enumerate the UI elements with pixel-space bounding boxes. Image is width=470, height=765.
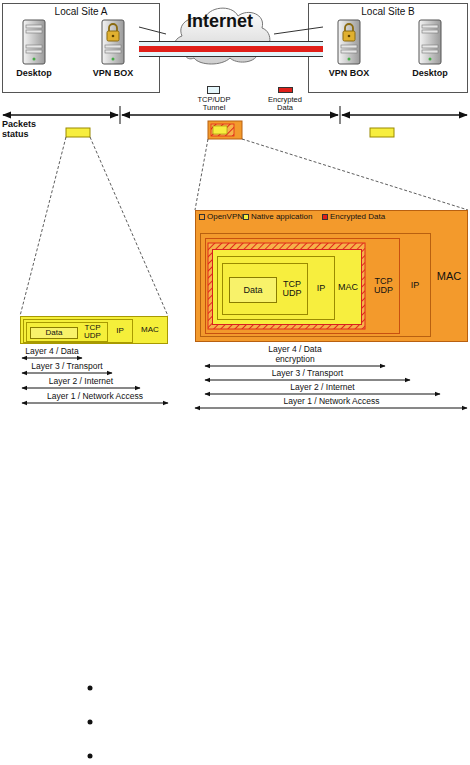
- cloud-label: Internet: [166, 12, 274, 32]
- data-box: Data: [30, 327, 78, 339]
- network-link: [274, 27, 323, 34]
- vpn-box-node: VPN BOX: [323, 19, 375, 89]
- layer-caption: Layer 4 / Data encryption: [260, 344, 330, 364]
- legend-text: Encrypted Data: [330, 212, 385, 222]
- packet-layer-frame: TCP UDPMACIPTCP UDPData: [205, 238, 400, 334]
- packet-layer-frame: MACIPTCP UDPMACIPTCP UDPData: [195, 210, 468, 342]
- legend-text: Encrypted Data: [263, 96, 307, 112]
- span-arrow: [342, 114, 467, 116]
- vpn-tunnel: [139, 49, 323, 50]
- zoom-line: [90, 137, 168, 316]
- bullet-dot: [88, 754, 93, 759]
- packet-icon: [211, 124, 234, 136]
- layer-caption: Layer 1 / Network Access: [22, 391, 168, 401]
- layer-arrow: [22, 373, 112, 374]
- packet-layer-frame: IPTCP UDPData: [23, 319, 133, 343]
- legend-swatch: [243, 214, 249, 220]
- zoom-line: [195, 139, 208, 210]
- desktop-node: Desktop: [9, 19, 59, 89]
- layer-arrow: [205, 380, 410, 381]
- device-label: VPN BOX: [323, 69, 375, 79]
- packet-icon: [213, 126, 227, 134]
- packet-layer-frame: TCP UDPData: [26, 322, 108, 342]
- divider-tick: [340, 106, 341, 124]
- legend-text: Native appication: [251, 212, 312, 222]
- layer-caption: Layer 1 / Network Access: [195, 396, 468, 406]
- layer-arrow: [22, 358, 82, 359]
- packet-icon: [370, 128, 394, 137]
- desktop-icon: [19, 19, 49, 65]
- legend-text: OpenVPN: [207, 212, 243, 222]
- data-box: Data: [229, 277, 277, 303]
- internet-cloud: Internet: [166, 0, 274, 66]
- device-label: Desktop: [405, 69, 455, 79]
- layer-label: IP: [308, 257, 334, 319]
- packet-icon: [208, 121, 242, 139]
- bullet-dot: [88, 686, 93, 691]
- data-label: Data: [230, 278, 276, 302]
- site-box: Local Site A Desktop VPN BOX: [2, 3, 160, 93]
- cloud-shape: [166, 0, 274, 66]
- layer-arrow: [205, 394, 440, 395]
- layer-arrow: [22, 403, 168, 404]
- layer-label: MAC: [335, 250, 361, 324]
- vpn-box-icon: [334, 19, 364, 65]
- layer-caption: Layer 2 / Internet: [205, 382, 440, 392]
- layer-label: TCP UDP: [368, 239, 399, 333]
- layer-caption: Layer 2 / Internet: [22, 376, 140, 386]
- zoom-line: [242, 139, 468, 210]
- layer-label: IP: [108, 320, 132, 342]
- legend-swatch: [199, 214, 205, 220]
- desktop-node: Desktop: [405, 19, 455, 89]
- data-label: Data: [31, 328, 77, 338]
- device-label: VPN BOX: [87, 69, 139, 79]
- legend-swatch: [207, 86, 220, 94]
- row-title: Packets status: [2, 119, 46, 139]
- packet-layer-frame: MACIPTCP UDPData: [20, 316, 168, 344]
- layer-label: MAC: [133, 317, 167, 343]
- packet-layer-frame: IPTCP UDPData: [217, 256, 335, 320]
- site-title: Local Site A: [3, 6, 159, 17]
- layer-arrow: [195, 408, 467, 409]
- span-arrow: [122, 114, 338, 116]
- layer-caption: Layer 3 / Transport: [22, 361, 112, 371]
- legend-swatch: [278, 87, 293, 93]
- span-arrow: [3, 114, 118, 116]
- vpn-box-node: VPN BOX: [87, 19, 139, 89]
- vpn-box-icon: [98, 19, 128, 65]
- device-label: Desktop: [9, 69, 59, 79]
- layer-label: IP: [400, 234, 430, 336]
- packet-layer-frame: TCP UDPData: [222, 263, 308, 315]
- bullet-dot: [88, 720, 93, 725]
- layer-label: MAC: [431, 211, 467, 341]
- site-title: Local Site B: [309, 6, 467, 17]
- packet-icon: [66, 128, 90, 137]
- layer-caption: Layer 3 / Transport: [205, 368, 410, 378]
- site-box: Local Site B VPN BOX Desktop: [308, 3, 468, 93]
- layer-label: TCP UDP: [78, 323, 107, 341]
- legend-swatch: [322, 214, 328, 220]
- packet-layer-frame: IPTCP UDPMACIPTCP UDPData: [200, 233, 431, 337]
- packet-layer-frame: MACIPTCP UDPData: [212, 249, 362, 325]
- network-link: [139, 27, 166, 34]
- legend-text: TCP/UDP Tunnel: [195, 96, 233, 112]
- desktop-icon: [415, 19, 445, 65]
- divider-tick: [120, 106, 121, 124]
- layer-arrow: [205, 366, 385, 367]
- layer-arrow: [22, 388, 140, 389]
- layer-caption: Layer 4 / Data: [22, 346, 82, 356]
- layer-label: TCP UDP: [277, 264, 307, 314]
- zoom-line: [20, 137, 66, 316]
